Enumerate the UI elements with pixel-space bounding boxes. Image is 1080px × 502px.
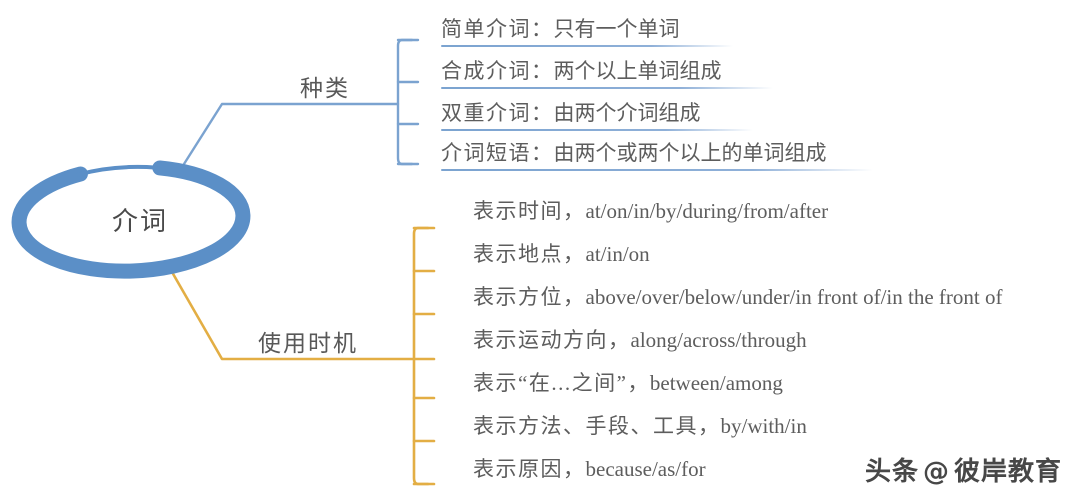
leaf-underline	[473, 227, 873, 229]
branch-title-types[interactable]: 种类	[300, 76, 350, 101]
leaf-underline	[441, 87, 773, 89]
leaf-label-en: 由两个或两个以上的单词组成	[553, 141, 827, 165]
leaf-underline	[473, 399, 831, 401]
leaf-label-en: between/among	[649, 371, 783, 395]
leaf-usage-4[interactable]: 表示运动方向，along/across/through	[473, 324, 825, 358]
leaf-label-cn: 双重介词：	[441, 101, 554, 125]
leaf-types-4[interactable]: 介词短语：由两个或两个以上的单词组成	[441, 137, 873, 171]
leaf-underline	[473, 442, 845, 444]
leaf-label-en: 由两个介词组成	[553, 101, 701, 125]
root-node[interactable]: 介词	[8, 159, 258, 279]
leaf-label-cn: 表示方位，	[473, 285, 586, 309]
leaf-underline	[441, 45, 733, 47]
watermark-at-symbol: @	[922, 457, 950, 487]
leaf-label-cn: 简单介词：	[441, 17, 554, 41]
leaf-label-en: 只有一个单词	[553, 17, 680, 41]
leaf-label-en: 两个以上单词组成	[553, 59, 722, 83]
root-ellipse-thin	[17, 164, 245, 274]
leaf-label-en: at/on/in/by/during/from/after	[585, 199, 829, 223]
leaf-label-en: because/as/for	[585, 457, 706, 481]
watermark-prefix: 头条	[864, 457, 919, 487]
leaf-usage-1[interactable]: 表示时间，at/on/in/by/during/from/after	[473, 195, 873, 229]
leaf-label-cn: 介词短语：	[441, 141, 554, 165]
leaf-underline	[473, 356, 825, 358]
spine-usage	[412, 226, 430, 486]
leaf-underline	[441, 169, 873, 171]
leaf-label-en: above/over/below/under/in front of/in th…	[585, 285, 1003, 309]
leaf-label-en: at/in/on	[585, 242, 650, 266]
leaf-usage-7[interactable]: 表示原因，because/as/for	[473, 453, 731, 487]
leaf-underline	[473, 485, 731, 487]
leaf-underline	[473, 270, 685, 272]
leaf-label-cn: 表示运动方向，	[473, 328, 631, 352]
root-label: 介词	[111, 206, 168, 236]
connector-root-to-types	[182, 102, 400, 166]
spine-types	[396, 38, 414, 166]
leaf-label-cn: 表示方法、手段、工具，	[473, 414, 721, 438]
leaf-usage-6[interactable]: 表示方法、手段、工具，by/with/in	[473, 410, 845, 444]
leaf-label-cn: 表示地点，	[473, 242, 586, 266]
branch-title-usage[interactable]: 使用时机	[258, 331, 358, 356]
leaf-underline	[473, 313, 1053, 315]
leaf-usage-3[interactable]: 表示方位，above/over/below/under/in front of/…	[473, 281, 1053, 315]
leaf-usage-5[interactable]: 表示“在...之间”，between/among	[473, 367, 831, 401]
root-ellipse-thick	[11, 159, 251, 279]
leaf-usage-2[interactable]: 表示地点，at/in/on	[473, 238, 685, 272]
leaf-label-cn: 表示时间，	[473, 199, 586, 223]
watermark-name: 彼岸教育	[953, 457, 1062, 487]
leaf-label-en: along/across/through	[630, 328, 807, 352]
leaf-label-cn: 表示“在...之间”，	[473, 371, 650, 395]
leaf-types-3[interactable]: 双重介词：由两个介词组成	[441, 97, 753, 131]
watermark: 头条@彼岸教育	[865, 451, 1062, 488]
leaf-underline	[441, 129, 753, 131]
leaf-types-2[interactable]: 合成介词：两个以上单词组成	[441, 55, 773, 89]
leaf-label-cn: 合成介词：	[441, 59, 554, 83]
leaf-label-en: by/with/in	[720, 414, 807, 438]
leaf-types-1[interactable]: 简单介词：只有一个单词	[441, 13, 733, 47]
leaf-label-cn: 表示原因，	[473, 457, 586, 481]
